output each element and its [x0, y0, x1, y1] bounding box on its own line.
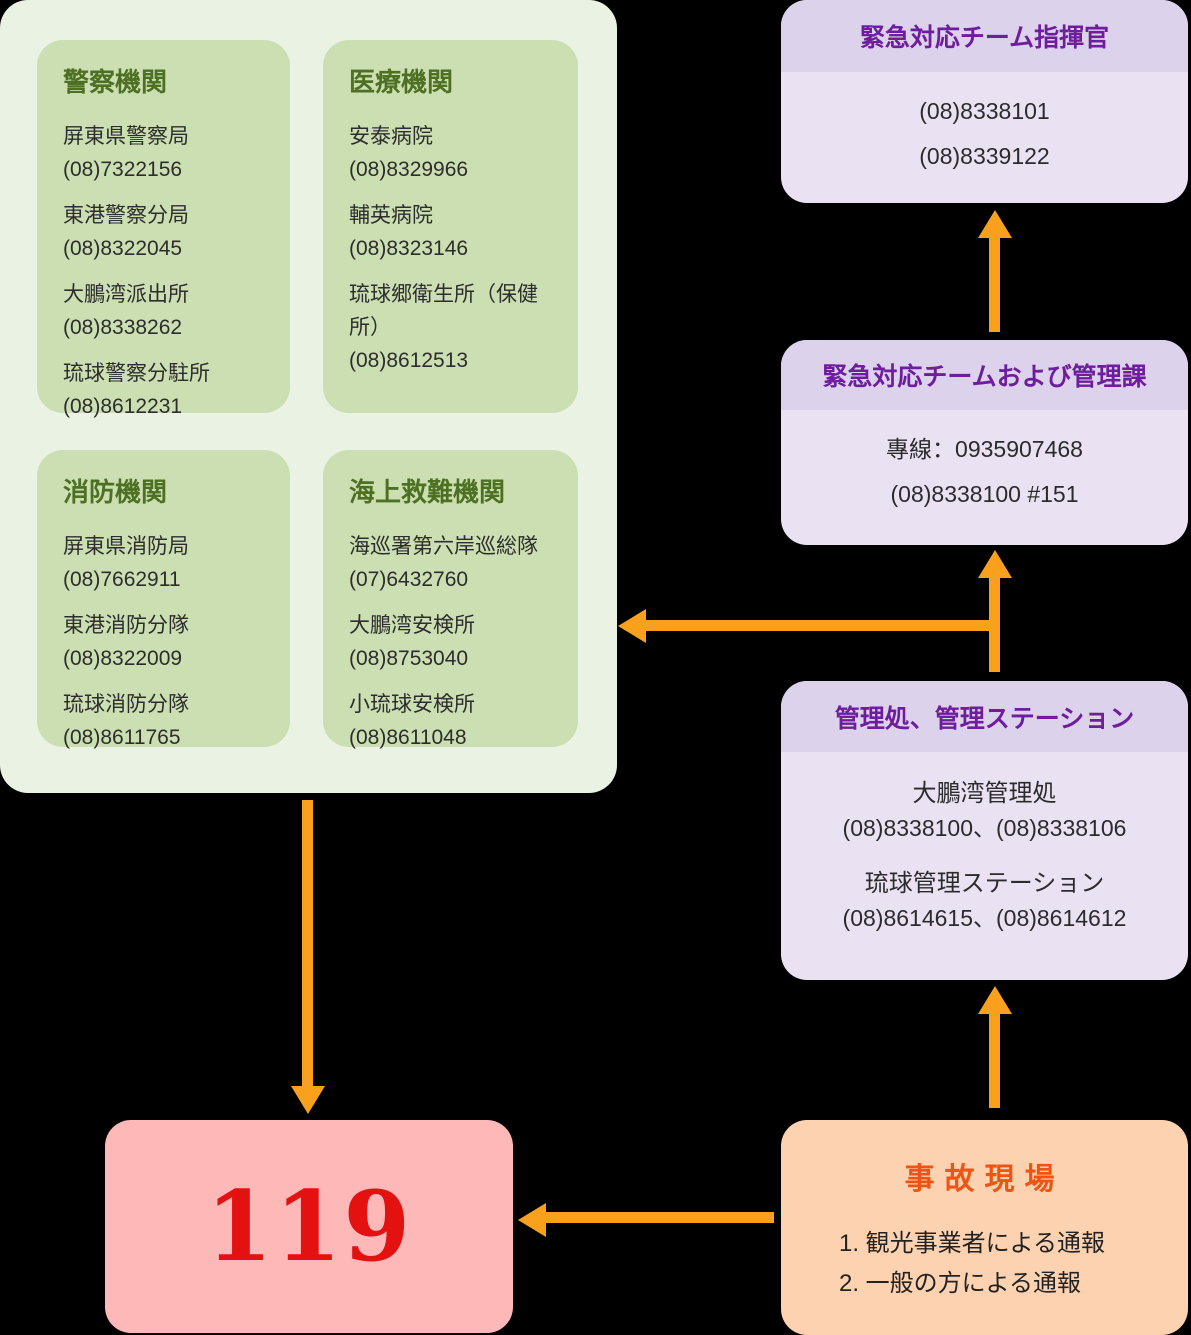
scene-list-item: 1. 観光事業者による通報 [839, 1230, 1105, 1257]
contact-entry: 琉球消防分隊 (08)8611765 [63, 688, 270, 754]
commander-box-header: 緊急対応チーム指揮官 [781, 0, 1188, 72]
arrow-scene-to-office [989, 1011, 1000, 1108]
management-office-box-header: 管理処、管理ステーション [781, 681, 1188, 752]
management-office-box-title: 管理処、管理ステーション [834, 704, 1135, 733]
arrow-scene-to-office-head [978, 986, 1012, 1014]
commander-phone: (08)8338101 [919, 98, 1050, 124]
contact-name: 琉球郷衛生所（保健所） [349, 283, 538, 339]
contact-phone: (08)8611765 [63, 726, 181, 749]
contact-name: 大鵬湾派出所 [63, 283, 189, 306]
accident-scene-list: 1. 観光事業者による通報 2. 一般の方による通報 [781, 1224, 1188, 1304]
contact-phone: (08)8612231 [63, 395, 183, 418]
contact-name: 安泰病院 [349, 125, 433, 148]
fire-card: 消防機関 屏東県消防局 (08)7662911 東港消防分隊 (08)83220… [37, 450, 290, 749]
contact-phone: (08)7662911 [63, 568, 181, 591]
commander-box-body: (08)8338101 (08)8339122 [781, 72, 1188, 171]
contact-entry: 安泰病院 (08)8329966 [349, 120, 558, 186]
arrow-directory-to-119 [302, 800, 313, 1088]
response-team-box-title: 緊急対応チームおよび管理課 [822, 363, 1147, 391]
contact-name: 琉球消防分隊 [63, 693, 189, 716]
commander-box-title: 緊急対応チーム指揮官 [859, 24, 1110, 52]
scene-list-item: 2. 一般の方による通報 [839, 1270, 1081, 1297]
arrow-to-directory [644, 620, 1000, 631]
contact-name: 小琉球安検所 [349, 693, 475, 716]
response-team-box: 緊急対応チームおよび管理課 專線：0935907468 (08)8338100 … [781, 340, 1188, 545]
office-name: 大鵬湾管理処 [912, 780, 1057, 807]
commander-box: 緊急対応チーム指揮官 (08)8338101 (08)8339122 [781, 0, 1188, 203]
contact-name: 海巡署第六岸巡総隊 [349, 535, 538, 558]
contact-name: 琉球警察分駐所 [63, 362, 210, 385]
contact-entry: 屏東県消防局 (08)7662911 [63, 530, 270, 596]
contact-name: 東港警察分局 [63, 204, 189, 227]
fire-card-title: 消防機関 [63, 477, 168, 507]
emergency-119-box: 119 [105, 1120, 513, 1333]
arrow-scene-to-119 [544, 1212, 774, 1223]
contact-phone: (08)8323146 [349, 237, 469, 260]
contact-phone: (08)8612513 [349, 349, 469, 372]
contact-entry: 大鵬湾派出所 (08)8338262 [63, 278, 270, 344]
arrow-team-to-commander-head [978, 210, 1012, 238]
arrow-team-to-commander [989, 236, 1000, 332]
contact-phone: (08)8322045 [63, 237, 183, 260]
accident-scene-box: 事故現場 1. 観光事業者による通報 2. 一般の方による通報 [781, 1120, 1188, 1335]
contact-phone: (08)8329966 [349, 158, 469, 181]
contact-name: 輔英病院 [349, 204, 433, 227]
medical-card: 医療機関 安泰病院 (08)8329966 輔英病院 (08)8323146 琉… [323, 40, 578, 413]
contact-phone: (08)8338262 [63, 316, 183, 339]
office-phone: (08)8338100、(08)8338106 [842, 815, 1127, 841]
arrow-directory-to-119-head [291, 1086, 325, 1114]
office-group: 琉球管理ステーション (08)8614615、(08)8614612 [781, 866, 1188, 936]
contact-entry: 小琉球安検所 (08)8611048 [349, 688, 558, 754]
arrow-to-directory-head [618, 609, 646, 643]
contact-name: 屏東県警察局 [63, 125, 189, 148]
contact-entry: 東港警察分局 (08)8322045 [63, 199, 270, 265]
commander-phone: (08)8339122 [919, 143, 1050, 169]
team-phone: (08)8338100 #151 [890, 481, 1079, 507]
accident-scene-title: 事故現場 [904, 1163, 1065, 1196]
response-team-box-body: 專線：0935907468 (08)8338100 #151 [781, 410, 1188, 509]
contact-entry: 琉球郷衛生所（保健所） (08)8612513 [349, 278, 558, 377]
contact-entry: 大鵬湾安検所 (08)8753040 [349, 609, 558, 675]
contact-entry: 屏東県警察局 (08)7322156 [63, 120, 270, 186]
response-team-box-header: 緊急対応チームおよび管理課 [781, 340, 1188, 410]
contact-entry: 琉球警察分駐所 (08)8612231 [63, 357, 270, 423]
contact-name: 大鵬湾安検所 [349, 614, 475, 637]
contact-phone: (08)8611048 [349, 726, 467, 749]
police-card: 警察機関 屏東県警察局 (08)7322156 東港警察分局 (08)83220… [37, 40, 290, 418]
contact-name: 屏東県消防局 [63, 535, 189, 558]
maritime-card-title: 海上救難機関 [349, 477, 506, 507]
emergency-119-number: 119 [205, 1170, 413, 1283]
maritime-card: 海上救難機関 海巡署第六岸巡総隊 (07)6432760 大鵬湾安検所 (08)… [323, 450, 578, 749]
contact-entry: 海巡署第六岸巡総隊 (07)6432760 [349, 530, 558, 596]
office-group: 大鵬湾管理処 (08)8338100、(08)8338106 [781, 776, 1188, 846]
contact-phone: (08)8322009 [63, 647, 183, 670]
medical-card-title: 医療機関 [349, 67, 454, 97]
contact-directory-panel: 警察機関 屏東県警察局 (08)7322156 東港警察分局 (08)83220… [0, 0, 617, 793]
contact-entry: 輔英病院 (08)8323146 [349, 199, 558, 265]
contact-name: 東港消防分隊 [63, 614, 189, 637]
contact-phone: (08)8753040 [349, 647, 469, 670]
office-name: 琉球管理ステーション [864, 870, 1105, 897]
police-card-title: 警察機関 [63, 67, 168, 97]
contact-entry: 東港消防分隊 (08)8322009 [63, 609, 270, 675]
office-phone: (08)8614615、(08)8614612 [842, 905, 1127, 931]
contact-phone: (08)7322156 [63, 158, 183, 181]
arrow-office-to-team-head [978, 550, 1012, 578]
team-hotline: 專線：0935907468 [886, 436, 1083, 462]
arrow-scene-to-119-head [518, 1203, 546, 1237]
management-office-box: 管理処、管理ステーション 大鵬湾管理処 (08)8338100、(08)8338… [781, 681, 1188, 980]
contact-phone: (07)6432760 [349, 568, 469, 591]
management-office-box-body: 大鵬湾管理処 (08)8338100、(08)8338106 琉球管理ステーショ… [781, 752, 1188, 936]
